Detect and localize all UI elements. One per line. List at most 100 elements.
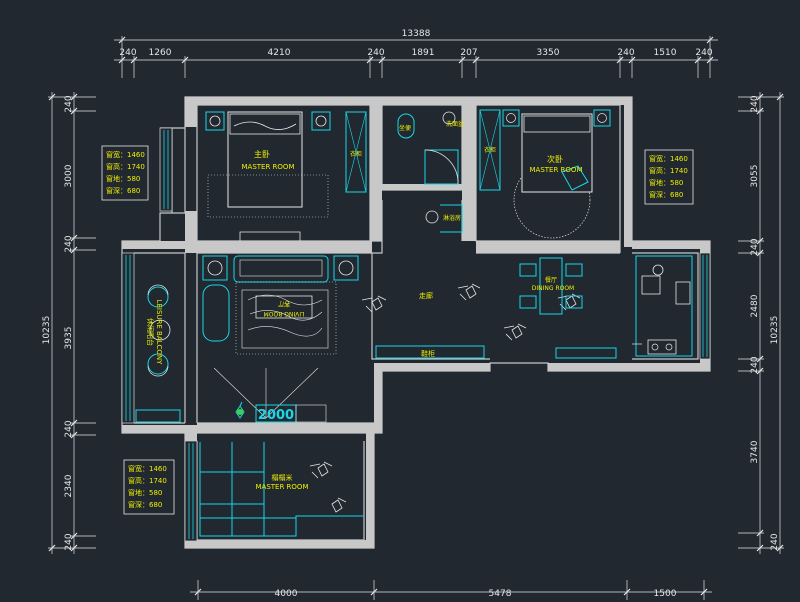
shower-label: 淋浴房	[443, 214, 461, 222]
nightstand-right	[311, 111, 331, 131]
bottom-dimension-labels: 4000 5478 1500	[275, 589, 677, 599]
basin-label: 洗面盆	[446, 120, 464, 128]
top-dim-4: 240	[367, 48, 384, 58]
wt-lb-1: 窗宽：1460	[128, 464, 167, 473]
top-dim-2: 1260	[149, 48, 172, 58]
tatami-en: MASTER ROOM	[256, 483, 309, 491]
right-dim-3: 240	[750, 238, 760, 255]
sink-icon	[675, 281, 691, 305]
left-dimension-ticks	[48, 93, 78, 552]
wt-lt-2: 窗高：1740	[106, 162, 145, 171]
leisure-balcony: 休闲阳台 LEISURE BALCONY	[135, 284, 181, 423]
window-table-left-top: 窗宽：1460 窗高：1740 窗地：580 窗深：680	[101, 145, 149, 201]
wt-lb-2: 窗高：1740	[128, 476, 167, 485]
bottom-dim-1: 4000	[275, 589, 298, 599]
right-dim-2: 3055	[750, 165, 760, 188]
top-dim-10: 240	[695, 48, 712, 58]
second-room-cn: 次卧	[547, 154, 563, 164]
dining-room: 餐厅 DINING ROOM	[519, 257, 617, 359]
left-dim-7: 240	[64, 533, 74, 550]
bottom-dim-3: 1500	[654, 589, 677, 599]
bathroom: 坐便 洗面盆 淋浴房	[397, 111, 464, 233]
top-total-dimension: 13388	[402, 29, 431, 39]
dining-cn: 餐厅	[545, 276, 557, 284]
left-dim-2: 3000	[64, 164, 74, 187]
tatami-cn: 榻榻米	[272, 473, 293, 482]
second-wardrobe-label: 衣柜	[484, 146, 496, 154]
wt-rt-4: 窗深：680	[649, 190, 683, 199]
second-room-en: MASTER ROOM	[530, 166, 583, 174]
top-dim-3: 4210	[268, 48, 291, 58]
right-dim-4: 2480	[750, 294, 760, 317]
left-dim-3: 240	[64, 235, 74, 252]
shoe-cabinet-label: 鞋柜	[421, 349, 435, 358]
master-rug	[207, 174, 329, 218]
stove-icon	[647, 339, 677, 355]
wt-lt-3: 窗地：580	[106, 174, 140, 183]
bottom-dim-2: 5478	[489, 589, 512, 599]
wt-lt-1: 窗宽：1460	[106, 150, 145, 159]
window-lines	[125, 130, 708, 539]
left-dim-1: 240	[64, 95, 74, 112]
round-rug	[513, 161, 591, 239]
second-bed	[521, 113, 593, 193]
top-dim-5: 1891	[412, 48, 435, 58]
top-dim-6: 207	[460, 48, 477, 58]
master-wardrobe-label: 衣柜	[350, 150, 362, 158]
balcony-cn: 休闲阳台	[146, 318, 155, 346]
wt-lt-4: 窗深：680	[106, 186, 140, 195]
window-table-left-bottom: 窗宽：1460 窗高：1740 窗地：580 窗深：680	[123, 459, 175, 515]
tatami-mats	[199, 442, 364, 537]
second-bedroom: 衣柜 次卧 MASTER ROOM	[479, 109, 611, 239]
chaise	[202, 284, 230, 342]
basin-icon	[442, 111, 456, 125]
toilet-label: 坐便	[399, 124, 411, 132]
right-dim-7: 240	[770, 533, 780, 550]
window-table-right-top: 窗宽：1460 窗高：1740 窗地：580 窗深：680	[644, 149, 694, 205]
top-dim-7: 3350	[537, 48, 560, 58]
wt-rt-3: 窗地：580	[649, 178, 683, 187]
wt-lb-4: 窗深：680	[128, 500, 162, 509]
left-total-dimension: 10235	[42, 316, 52, 345]
tv-size-label: 2000	[258, 408, 294, 423]
second-wardrobe	[479, 109, 501, 191]
tatami-room: 榻榻米 MASTER ROOM	[199, 442, 364, 537]
right-dim-1: 240	[750, 95, 760, 112]
top-dim-1: 240	[119, 48, 136, 58]
bottom-dimension-ticks	[194, 588, 708, 596]
living-rug	[235, 281, 337, 355]
left-dim-6: 2340	[64, 474, 74, 497]
right-total-dimension: 10235	[770, 316, 780, 345]
wt-lb-3: 窗地：580	[128, 488, 162, 497]
top-dimension-labels: 13388 240 1260 4210 240 1891 207 3350 24…	[119, 29, 712, 58]
top-dim-8: 240	[617, 48, 634, 58]
living-room: 客厅 LIVING ROOM 2000	[202, 255, 359, 423]
master-bedroom: 衣柜 主卧 MASTER ROOM	[205, 111, 367, 241]
coffee-table	[255, 295, 313, 319]
master-room-en: MASTER ROOM	[242, 163, 295, 171]
left-dim-5: 240	[64, 420, 74, 437]
shoe-cabinet	[375, 345, 485, 359]
master-bed	[227, 111, 303, 208]
nightstand-left	[205, 111, 225, 131]
right-dim-6: 3740	[750, 440, 760, 463]
dining-table	[539, 257, 563, 315]
shower-head-icon	[425, 210, 439, 224]
wt-rt-2: 窗高：1740	[649, 166, 688, 175]
living-room-cn: 客厅	[278, 300, 290, 308]
windows	[121, 127, 711, 542]
balcony-en: LEISURE BALCONY	[155, 300, 163, 366]
right-dim-5: 240	[750, 356, 760, 373]
top-dim-9: 1510	[654, 48, 677, 58]
right-dimension-ticks	[756, 93, 784, 552]
dining-en: DINING ROOM	[532, 285, 574, 292]
left-dimension-labels: 10235 240 3000 240 3935 240 2340 240	[42, 95, 74, 550]
living-room-en: LIVING ROOM	[264, 310, 305, 317]
top-dimension-ticks	[118, 36, 714, 64]
master-room-cn: 主卧	[254, 149, 270, 159]
wt-rt-1: 窗宽：1460	[649, 154, 688, 163]
bottom-dimension-chain	[190, 580, 712, 600]
master-wardrobe	[345, 111, 367, 193]
